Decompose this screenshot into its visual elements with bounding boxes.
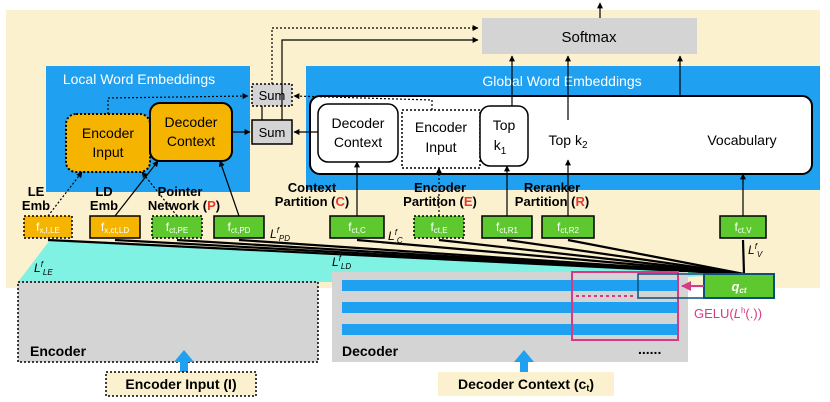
f-e-text: fct,E [430,220,447,235]
global-encoder-input-line2: Input [425,139,456,155]
top-k2-label: Top k2 [548,132,587,151]
f-v-text: fct,V [734,220,752,235]
decoder-bar-1 [342,280,678,291]
decoder-dots: ...... [638,341,661,357]
f-le-text: fx,I,LE [36,220,60,235]
decoder-bar-2 [342,302,678,313]
global-decoder-context-box [317,103,399,163]
loss-pd-label: LfPD [270,226,290,243]
f-ld-text: fx,ct,LD [101,220,129,235]
softmax-label: Softmax [561,29,617,46]
sum-label-lower: Sum [259,125,286,140]
global-encoder-input-line1: Encoder [415,119,467,135]
magenta-window [571,271,679,341]
decoder-context-arrow [514,350,534,372]
encoder-input-arrow [174,350,194,372]
top-k1-line2: k1 [494,137,507,157]
sum-box-lower [251,119,293,145]
encoder-input-bottom-box [105,371,257,397]
f-r2-text: fct,R2 [557,220,580,235]
global-decoder-context-line2: Context [334,134,382,150]
local-encoder-input-line1: Encoder [82,125,134,141]
loss-c-label: LfC [388,228,403,245]
decoder-block-label: Decoder [342,343,399,359]
top-k1-line1: Top [493,117,516,133]
local-encoder-input-box [65,113,151,173]
local-encoder-input-line2: Input [92,144,123,160]
local-decoder-context-line1: Decoder [165,114,218,130]
local-decoder-context-line2: Context [167,133,215,149]
f-r1-text: fct,R1 [496,220,519,235]
loss-ld-label: LfLD [332,254,351,271]
le-loss-wedge [18,240,744,282]
global-encoder-input-box [401,109,481,169]
decoder-context-bottom-box [438,372,614,396]
global-embeddings-title: Global Word Embeddings [482,73,641,89]
loss-le-label: LfLE [34,260,53,277]
encoder-block-label: Encoder [30,343,87,359]
decoder-context-bottom-label: Decoder Context (ct) [458,376,594,393]
f-pd-text: fct,PD [228,220,251,235]
loss-v-label: LfV [748,242,763,259]
decoder-bar-3 [342,324,678,335]
encoder-block [17,281,319,363]
top-k1-box [479,105,529,167]
f-c-text: fct,C [348,220,366,235]
sum-label-upper: Sum [259,88,286,103]
local-embeddings-title: Local Word Embeddings [63,71,215,87]
f-pe-text: fct,PE [166,220,188,235]
encoder-input-bottom-label: Encoder Input (I) [125,376,236,392]
global-decoder-context-line1: Decoder [332,115,385,131]
softmax-box [482,18,697,54]
local-decoder-context-box [149,102,233,162]
q-ct-text: qct [731,279,746,295]
vocabulary-label: Vocabulary [707,132,776,148]
gelu-label: GELU(Lh(.)) [694,306,762,321]
